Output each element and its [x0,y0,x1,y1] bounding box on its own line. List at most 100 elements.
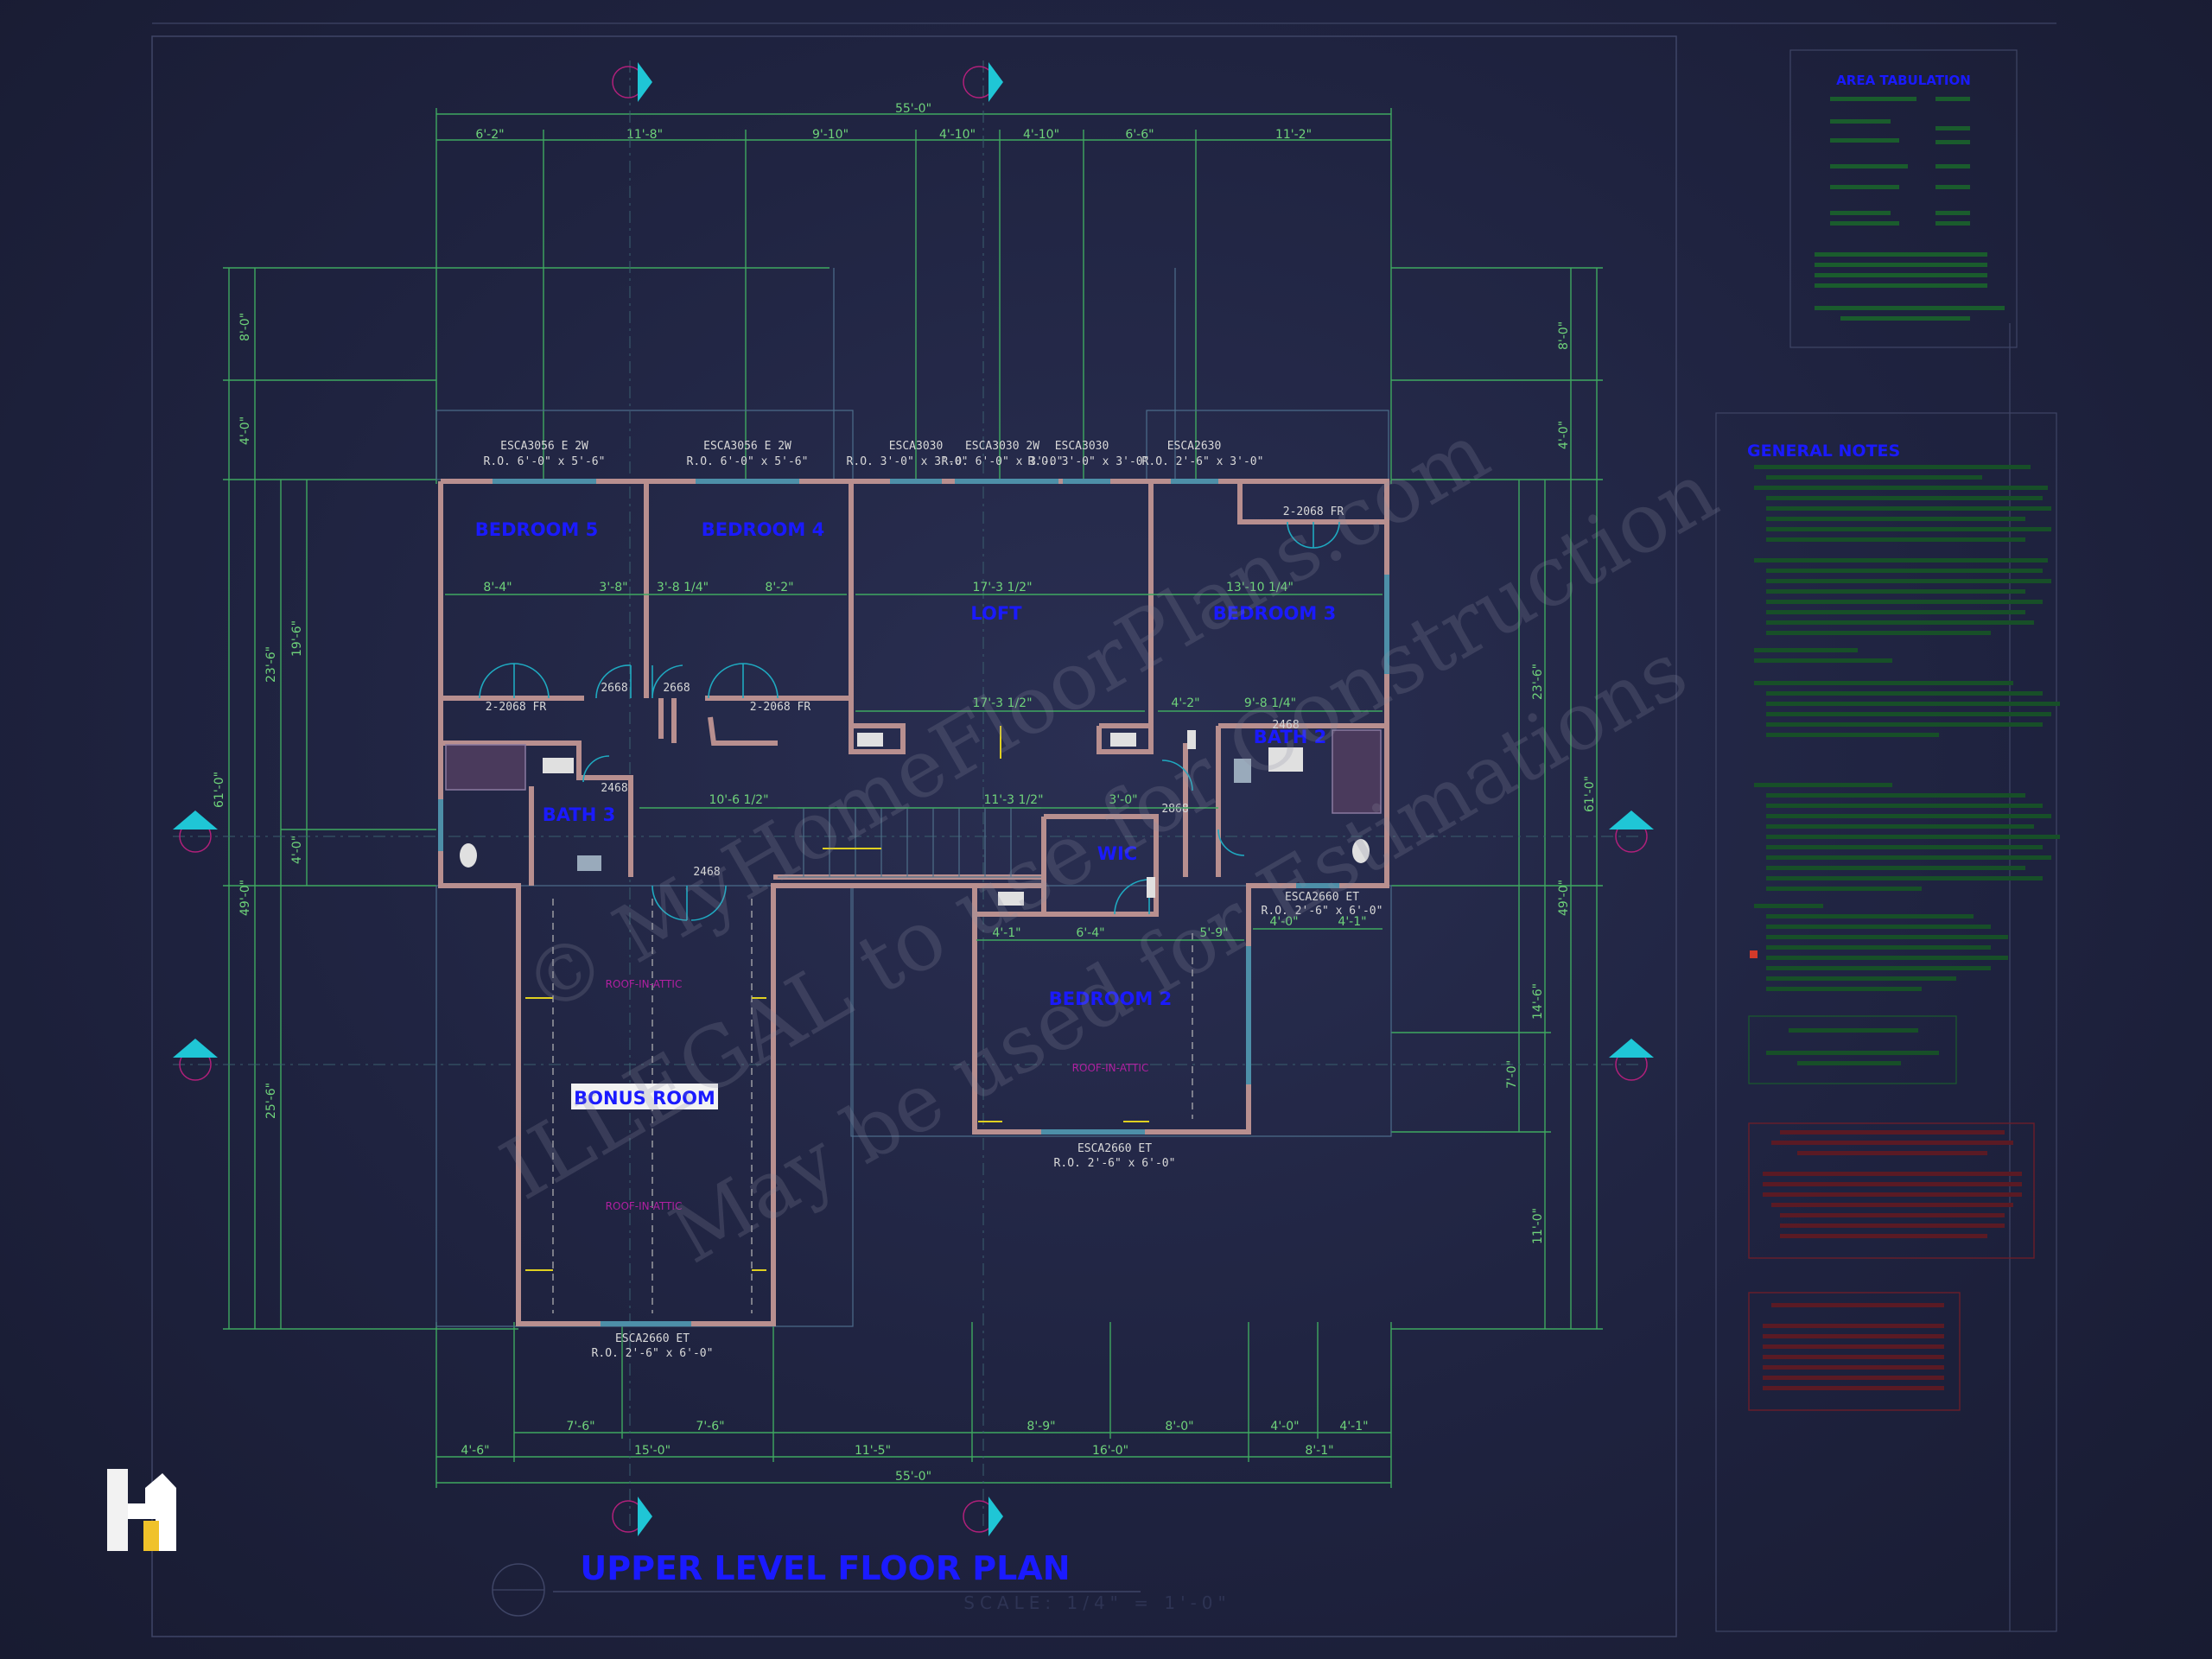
window-tag-4: ESCA3030 2W [965,440,1039,453]
dim-top-7: 11'-2" [1275,128,1312,142]
window-tag-5-ro: R.O. 3'-0" x 3'-0" [1028,455,1150,468]
window-tag-3-ro: R.O. 3'-0" x 3'-0" [847,455,969,468]
door-tag-5: 2668 [663,682,690,695]
dim-inner-1: 8'-4" [483,581,512,594]
door-tags: 2-2068 FR 2-2068 FR 2-2068 FR 2668 2668 … [486,505,1344,879]
dimensions-left: 8'-0" 4'-0" 23'-6" 19'-6" 4'-0" 61'-0" 4… [213,267,830,1330]
area-tabulation-title: AREA TABULATION [1836,73,1971,88]
dim-inner-14: 6'-4" [1076,926,1104,940]
section-marker-top-left-icon [612,62,652,102]
dim-left-8: 25'-6" [264,1083,278,1119]
dim-inner-6: 13'-10 1/4" [1226,581,1294,594]
room-label-bedroom-4: BEDROOM 4 [702,519,824,540]
bath-fixtures [445,729,1382,906]
section-marker-right-lower-icon [1609,1039,1654,1081]
dim-right-6: 14'-6" [1531,983,1545,1020]
dimensions-bottom: 7'-6" 7'-6" 8'-9" 8'-0" 4'-0" 4'-1" 4'-6… [435,1322,1392,1488]
dim-inner-16: 4'-0" [1269,915,1298,929]
dim-inner-13: 4'-1" [992,926,1020,940]
dim-bottom-b3: 11'-5" [855,1444,891,1458]
room-label-bath-2: BATH 2 [1254,727,1326,747]
dim-left-2: 4'-0" [238,416,252,445]
dim-top-4: 4'-10" [939,128,976,142]
room-labels: BEDROOM 5 BEDROOM 4 LOFT BEDROOM 3 BATH … [475,519,1336,1109]
dim-bottom-a5: 4'-0" [1270,1420,1299,1433]
dim-bottom-b2: 15'-0" [634,1444,671,1458]
section-marker-left-upper-icon [173,810,218,853]
door-tag-6: 2468 [601,782,627,795]
window-tag-1: ESCA3056 E 2W [500,440,588,453]
dim-inner-17: 4'-1" [1338,915,1366,929]
room-label-bath-3: BATH 3 [543,804,615,825]
dim-bottom-a1: 7'-6" [566,1420,594,1433]
window-tag-6: ESCA2630 [1167,440,1222,453]
section-markers [173,62,1654,1536]
attic-labels: ROOF-IN-ATTIC ROOF-IN-ATTIC ROOF-IN-ATTI… [606,978,1149,1212]
window-tag-1-ro: R.O. 6'-0" x 5'-6" [484,455,606,468]
knee-walls [525,997,1149,1271]
window-tag-7-ro: R.O. 2'-6" x 6'-0" [1262,905,1383,918]
door-tag-7: 2468 [693,866,720,879]
plan-scale: SCALE: 1/4" = 1'-0" [963,1592,1230,1613]
dim-left-7: 49'-0" [238,880,252,916]
room-label-bonus-room: BONUS ROOM [574,1088,715,1109]
dim-right-1: 8'-0" [1557,321,1571,350]
dim-inner-10: 10'-6 1/2" [709,793,768,807]
dim-left-1: 8'-0" [238,313,252,341]
dim-left-4: 19'-6" [290,620,304,657]
watermark-line-2: ILLEGAL to use for Construction [486,442,1732,1218]
door-tag-8: 2468 [1272,719,1299,732]
window-tag-9-ro: R.O. 2'-6" x 6'-0" [592,1347,714,1360]
exterior-walls [438,479,1389,1326]
dim-top-6: 6'-6" [1125,128,1154,142]
dim-bottom-b5: 8'-1" [1305,1444,1333,1458]
window-tag-5: ESCA3030 [1055,440,1109,453]
section-marker-right-upper-icon [1609,810,1654,853]
section-marker-bottom-right-icon [963,1497,1003,1536]
door-tag-1: 2-2068 FR [486,701,547,714]
dim-left-5: 4'-0" [290,836,304,864]
section-marker-top-right-icon [963,62,1003,102]
area-tabulation-box: AREA TABULATION [1789,49,2018,348]
room-label-loft: LOFT [970,603,1022,624]
window-tag-3: ESCA3030 [889,440,944,453]
attic-label-1: ROOF-IN-ATTIC [606,978,683,990]
window-tag-6-ro: R.O. 2'-6" x 3'-0" [1142,455,1264,468]
room-label-bedroom-2: BEDROOM 2 [1049,988,1172,1009]
window-tag-4-ro: R.O. 6'-0" x 3'-0" [942,455,1064,468]
door-tag-2: 2-2068 FR [750,701,811,714]
window-tag-9: ESCA2660 ET [615,1332,690,1345]
dim-top-3: 9'-10" [812,128,849,142]
dim-inner-5: 17'-3 1/2" [972,581,1032,594]
dim-top-2: 11'-8" [626,128,663,142]
dim-right-8: 7'-0" [1505,1060,1519,1089]
dim-left-3: 23'-6" [264,646,278,683]
general-notes: GENERAL NOTES [1747,442,2060,1411]
dimensions-inner: 8'-4" 3'-8" 3'-8 1/4" 8'-2" 17'-3 1/2" 1… [445,581,1382,941]
section-marker-bottom-left-icon [612,1497,652,1536]
room-label-bedroom-5: BEDROOM 5 [475,519,598,540]
dim-inner-2: 3'-8" [599,581,627,594]
attic-label-3: ROOF-IN-ATTIC [1072,1062,1149,1074]
dim-right-3: 23'-6" [1531,664,1545,700]
door-tag-3: 2-2068 FR [1283,505,1344,518]
dim-right-4: 61'-0" [1583,776,1597,812]
dimensions-right: 8'-0" 4'-0" 23'-6" 61'-0" 49'-0" 14'-6" … [1391,267,1603,1330]
dim-top-overall: 55'-0" [895,102,931,116]
dim-top-1: 6'-2" [475,128,504,142]
dim-inner-12: 3'-0" [1109,793,1137,807]
dim-bottom-a3: 8'-9" [1027,1420,1055,1433]
dim-right-7: 11'-0" [1531,1208,1545,1244]
window-tag-2-ro: R.O. 6'-0" x 5'-6" [687,455,809,468]
brand-logo-icon [107,1469,176,1551]
dimensions-top: 55'-0" 6'-2" 11'-8" 9'-10" 4'-10" 4'-10"… [435,102,1392,484]
dim-inner-11: 11'-3 1/2" [983,793,1043,807]
window-tag-2: ESCA3056 E 2W [703,440,791,453]
dim-inner-15: 5'-9" [1199,926,1228,940]
dim-inner-4: 8'-2" [765,581,793,594]
dim-inner-7: 17'-3 1/2" [972,696,1032,710]
door-tag-9: 2868 [1161,803,1188,816]
dim-bottom-a4: 8'-0" [1165,1420,1193,1433]
dim-right-2: 4'-0" [1557,421,1571,449]
